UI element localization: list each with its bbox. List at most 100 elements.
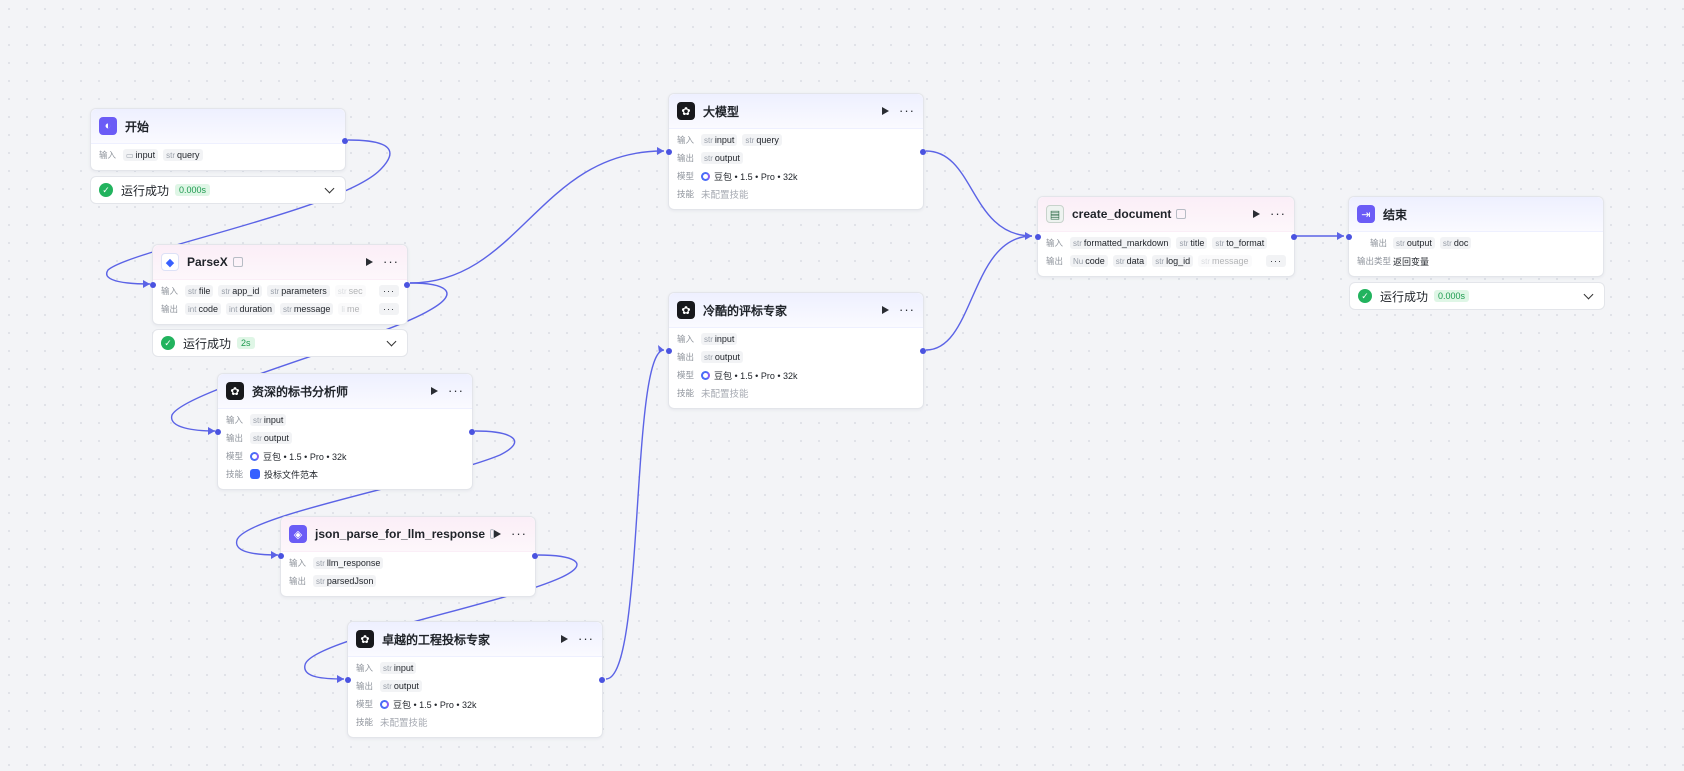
more-inputs-button[interactable]: ··· xyxy=(379,285,399,297)
input-chip: ▭input xyxy=(123,149,159,161)
skill-value: 未配置技能 xyxy=(701,389,749,400)
run-button[interactable] xyxy=(561,635,568,643)
more-menu-button[interactable]: ··· xyxy=(578,631,594,646)
output-label: 输出 xyxy=(1369,238,1387,248)
node-title: 大模型 xyxy=(703,104,740,119)
output-handle[interactable] xyxy=(1291,234,1297,240)
status-parsex[interactable]: ✓ 运行成功 2s xyxy=(152,329,408,357)
input-handle[interactable] xyxy=(278,553,284,559)
more-menu-button[interactable]: ··· xyxy=(448,383,464,398)
input-label: 输入 xyxy=(99,150,117,160)
node-title: ParseX xyxy=(187,255,228,269)
model-label: 模型 xyxy=(226,451,244,461)
status-text: 运行成功 xyxy=(121,183,170,198)
input-handle[interactable] xyxy=(666,348,672,354)
output-handle[interactable] xyxy=(920,348,926,354)
model-value: 豆包 • 1.5 • Pro • 32k xyxy=(393,699,477,710)
node-title: json_parse_for_llm_response xyxy=(315,527,486,541)
document-tool-icon: ▤ xyxy=(1046,205,1064,223)
input-label: 输入 xyxy=(677,334,695,344)
status-duration: 0.000s xyxy=(175,184,211,196)
more-outputs-button[interactable]: ··· xyxy=(1266,255,1286,267)
status-text: 运行成功 xyxy=(183,336,232,351)
run-button[interactable] xyxy=(882,107,889,115)
llm-agent-icon: ✿ xyxy=(677,102,695,120)
llm-agent-icon: ✿ xyxy=(356,630,374,648)
status-start[interactable]: ✓ 运行成功 0.000s xyxy=(90,176,346,204)
node-json-parse[interactable]: ◈ json_parse_for_llm_response ··· 输入 str… xyxy=(278,516,538,597)
more-menu-button[interactable]: ··· xyxy=(899,302,915,317)
chevron-down-icon[interactable] xyxy=(324,183,335,193)
input-handle[interactable] xyxy=(1346,234,1352,240)
output-label: 输出 xyxy=(161,304,179,314)
input-label: 输入 xyxy=(161,286,179,296)
skill-value: 投标文件范本 xyxy=(264,469,319,480)
input-label: 输入 xyxy=(677,135,695,145)
llm-agent-icon: ✿ xyxy=(226,382,244,400)
run-button[interactable] xyxy=(431,387,438,395)
input-handle[interactable] xyxy=(215,429,221,435)
output-handle[interactable] xyxy=(532,553,538,559)
output-handle[interactable] xyxy=(599,677,605,683)
node-title: 卓越的工程投标专家 xyxy=(382,632,491,647)
status-end[interactable]: ✓ 运行成功 0.000s xyxy=(1349,282,1605,310)
output-handle[interactable] xyxy=(920,149,926,155)
more-menu-button[interactable]: ··· xyxy=(383,254,399,269)
chevron-down-icon[interactable] xyxy=(1583,289,1594,299)
output-handle[interactable] xyxy=(404,282,410,288)
chevron-down-icon[interactable] xyxy=(386,336,397,346)
doubao-model-icon xyxy=(250,451,259,461)
input-handle[interactable] xyxy=(666,149,672,155)
run-button[interactable] xyxy=(1253,210,1260,218)
output-handle[interactable] xyxy=(469,429,475,435)
edge-reviewer-create xyxy=(925,235,1033,351)
arrow-analyst xyxy=(208,427,215,435)
more-menu-button[interactable]: ··· xyxy=(899,103,915,118)
output-label: 输出 xyxy=(289,576,307,586)
node-title: 冷酷的评标专家 xyxy=(703,303,788,318)
run-button[interactable] xyxy=(494,530,501,538)
arrow-end xyxy=(1337,232,1344,240)
more-outputs-button[interactable]: ··· xyxy=(379,303,399,315)
skill-label: 技能 xyxy=(677,388,695,398)
doubao-model-icon xyxy=(701,370,710,380)
more-menu-button[interactable]: ··· xyxy=(1270,206,1286,221)
status-duration: 0.000s xyxy=(1434,290,1470,302)
input-handle[interactable] xyxy=(150,282,156,288)
output-handle[interactable] xyxy=(342,138,348,144)
model-label: 模型 xyxy=(677,171,695,181)
input-handle[interactable] xyxy=(345,677,351,683)
output-type-label: 输出类型 xyxy=(1357,256,1392,266)
llm-agent-icon: ✿ xyxy=(677,301,695,319)
input-handle[interactable] xyxy=(1035,234,1041,240)
edge-expert-reviewer xyxy=(605,349,665,680)
edge-parsex-llm xyxy=(409,150,665,284)
run-button[interactable] xyxy=(882,306,889,314)
folder-icon: ▭ xyxy=(126,150,134,160)
run-button[interactable] xyxy=(366,258,373,266)
model-value: 豆包 • 1.5 • Pro • 32k xyxy=(714,171,798,182)
edge-llm-create xyxy=(925,150,1033,237)
more-menu-button[interactable]: ··· xyxy=(511,526,527,541)
status-duration: 2s xyxy=(237,337,255,349)
